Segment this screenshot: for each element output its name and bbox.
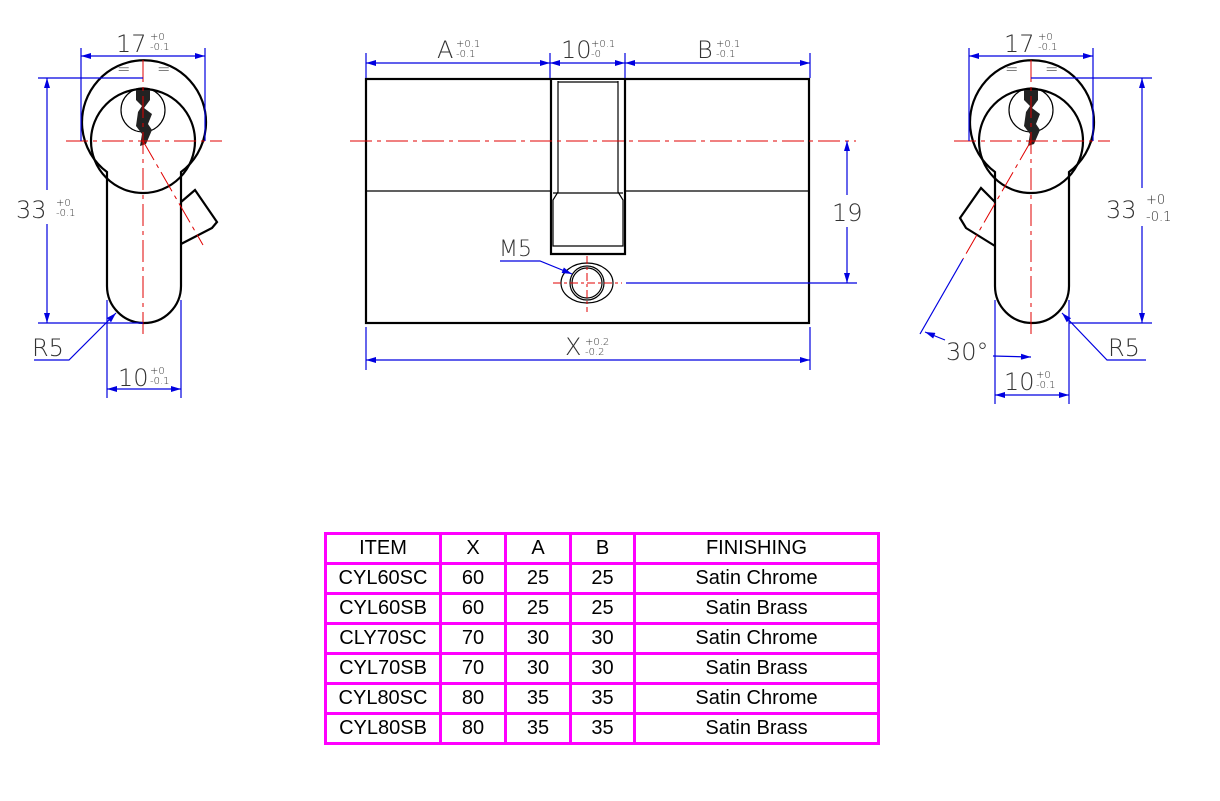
table-cell: CYL60SB xyxy=(324,592,442,625)
cam-lobe xyxy=(180,188,219,245)
tol-minus: -0.2 xyxy=(585,347,605,358)
table-cell: Satin Brass xyxy=(633,712,880,745)
front-view: A +0.1 -0.1 10 +0.1 -0 B +0.1 -0.1 X +0.… xyxy=(350,36,864,370)
table-cell: 30 xyxy=(569,622,636,655)
cam-dimension: 10 xyxy=(561,36,592,64)
table-cell: Satin Chrome xyxy=(633,622,880,655)
tol-minus: -0.1 xyxy=(1038,42,1058,53)
table-cell: 60 xyxy=(439,562,507,595)
table-cell: 60 xyxy=(439,592,507,625)
tol-minus: -0.1 xyxy=(1146,210,1171,225)
table-cell: 25 xyxy=(569,562,636,595)
table-header-row: ITEM X A B FINISHING xyxy=(324,532,880,565)
tol-plus: +0.1 xyxy=(716,39,740,50)
table-cell: 25 xyxy=(504,592,572,625)
radius-label: R5 xyxy=(1108,334,1140,362)
key-icon xyxy=(136,90,152,146)
table-cell: CYL60SC xyxy=(324,562,442,595)
tol-minus: -0.1 xyxy=(716,49,736,60)
table-cell: 25 xyxy=(569,592,636,625)
tol-plus: +0 xyxy=(150,366,165,377)
key-icon xyxy=(1024,90,1040,146)
tol-plus: +0 xyxy=(1146,193,1165,208)
tol-plus: +0 xyxy=(1036,370,1051,381)
left-end-view: 17 +0 -0.1 = = 33 +0 -0.1 10 +0 -0.1 R5 xyxy=(14,30,222,398)
tol-plus: +0 xyxy=(56,198,71,209)
table-cell: Satin Chrome xyxy=(633,682,880,715)
cam-slot xyxy=(549,79,627,256)
table-cell: 80 xyxy=(439,682,507,715)
tol-minus: -0.1 xyxy=(456,49,476,60)
height-dimension: 33 xyxy=(1106,196,1137,224)
radius-label: R5 xyxy=(32,334,64,362)
equal-mark: = xyxy=(117,59,130,78)
screw-position-dimension: 19 xyxy=(832,199,863,227)
table-cell: CLY70SC xyxy=(324,622,442,655)
table-cell: CYL80SC xyxy=(324,682,442,715)
header-cell: ITEM xyxy=(324,532,442,565)
tol-plus: +0 xyxy=(150,32,165,43)
header-cell: A xyxy=(504,532,572,565)
tol-plus: +0.1 xyxy=(456,39,480,50)
tol-minus: -0.1 xyxy=(56,208,76,219)
b-dimension: B xyxy=(697,36,713,64)
table-cell: Satin Brass xyxy=(633,592,880,625)
table-cell: 35 xyxy=(504,712,572,745)
tol-plus: +0.1 xyxy=(591,39,615,50)
tol-minus: -0.1 xyxy=(150,42,170,53)
cylinder-body xyxy=(364,77,811,325)
table-cell: Satin Brass xyxy=(633,652,880,685)
width-dimension: 17 xyxy=(116,30,147,58)
tol-minus: -0 xyxy=(591,49,601,60)
width-dimension: 17 xyxy=(1004,30,1035,58)
neck-dimension: 10 xyxy=(1004,368,1035,396)
table-cell: 80 xyxy=(439,712,507,745)
header-cell: B xyxy=(569,532,636,565)
table-cell: 35 xyxy=(569,712,636,745)
table-cell: 25 xyxy=(504,562,572,595)
equal-mark: = xyxy=(1045,59,1058,78)
equal-mark: = xyxy=(157,59,170,78)
cam-lobe xyxy=(958,186,996,247)
x-dimension: X xyxy=(565,333,581,361)
tol-plus: +0.2 xyxy=(585,337,609,348)
tol-minus: -0.1 xyxy=(150,376,170,387)
table-cell: 30 xyxy=(569,652,636,685)
table-cell: 30 xyxy=(504,622,572,655)
table-cell: CYL70SB xyxy=(324,652,442,685)
table-cell: 70 xyxy=(439,652,507,685)
height-dimension: 33 xyxy=(16,196,47,224)
right-end-view: 17 +0 -0.1 = = 33 +0 -0.1 10 +0 -0.1 R5 … xyxy=(919,30,1182,404)
table-cell: Satin Chrome xyxy=(633,562,880,595)
equal-mark: = xyxy=(1005,59,1018,78)
tol-minus: -0.1 xyxy=(1036,380,1056,391)
neck-dimension: 10 xyxy=(118,364,149,392)
angle-label: 30° xyxy=(946,338,989,366)
table-cell: 70 xyxy=(439,622,507,655)
tol-plus: +0 xyxy=(1038,32,1053,43)
screw-label: M5 xyxy=(499,237,532,262)
table-cell: 30 xyxy=(504,652,572,685)
header-cell: FINISHING xyxy=(633,532,880,565)
table-cell: 35 xyxy=(504,682,572,715)
table-cell: CYL80SB xyxy=(324,712,442,745)
header-cell: X xyxy=(439,532,507,565)
a-dimension: A xyxy=(437,36,453,64)
table-cell: 35 xyxy=(569,682,636,715)
